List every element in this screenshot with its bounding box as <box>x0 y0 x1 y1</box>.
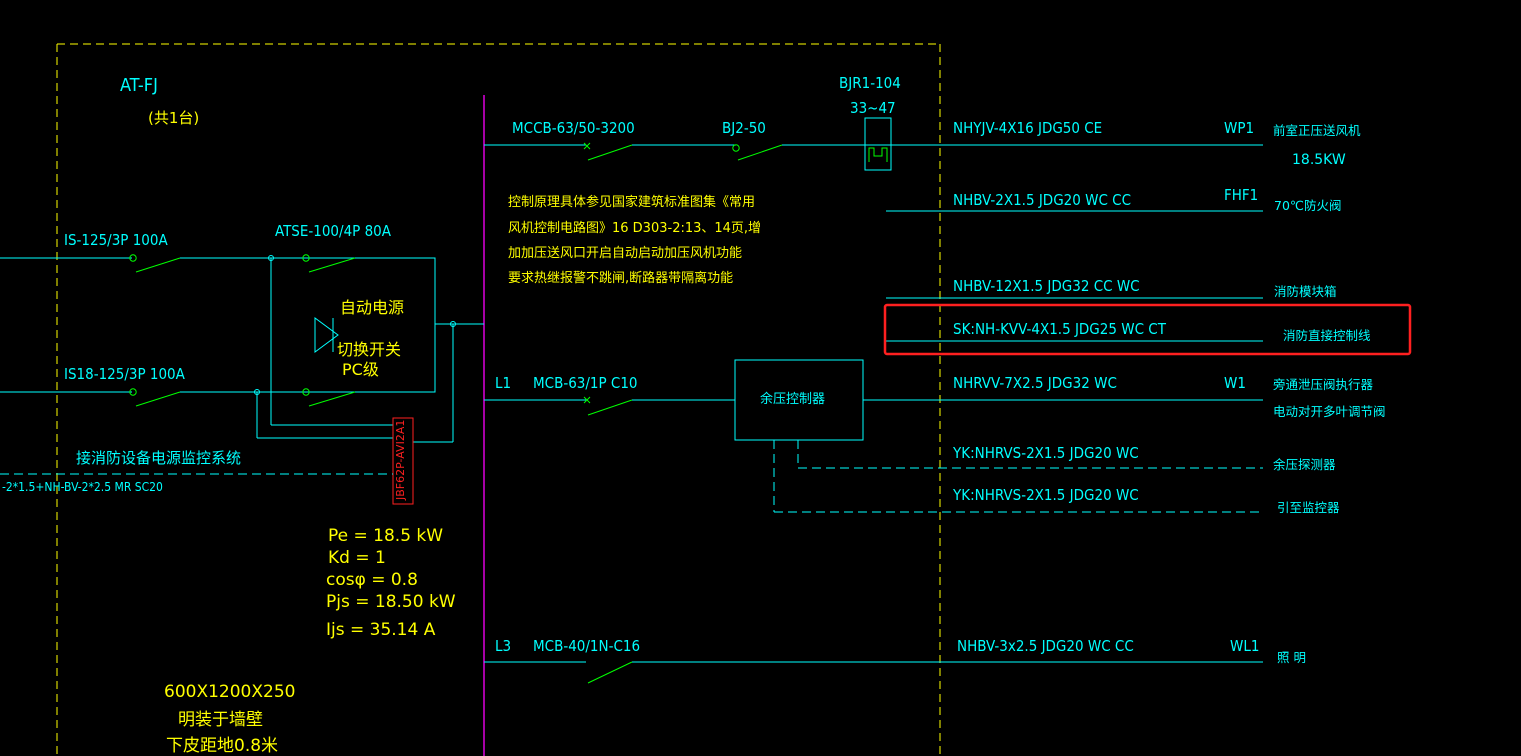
panel-size: 600X1200X250 <box>164 682 296 702</box>
load-pe: Pe = 18.5 kW <box>328 526 444 546</box>
incoming-breakers <box>129 254 356 407</box>
sensor-dashed-wiring <box>773 440 1263 513</box>
l1-phase: L1 <box>495 374 512 392</box>
l1-breaker: MCB-63/1P C10 <box>533 374 638 392</box>
module-desc: 消防模块箱 <box>1274 284 1337 299</box>
l1-desc: 旁通泄压阀执行器 <box>1273 377 1374 392</box>
panel-qty: (共1台) <box>148 109 200 127</box>
fhf1-cable: NHBV-2X1.5 JDG20 WC CC <box>953 191 1132 209</box>
controller-label: 余压控制器 <box>760 392 826 407</box>
l3-phase: L3 <box>495 637 512 655</box>
ats-text1: 自动电源 <box>340 298 405 317</box>
panel-mount-line1: 明装于墙壁 <box>178 710 263 730</box>
sensor1-desc: 余压探测器 <box>1273 457 1336 472</box>
fhf1-desc: 70℃防火阀 <box>1274 198 1342 213</box>
load-pjs: Pjs = 18.50 kW <box>326 592 456 612</box>
outgoing-breakers <box>583 142 783 684</box>
relay-range: 33~47 <box>850 99 896 117</box>
load-kd: Kd = 1 <box>328 548 386 568</box>
outgoing-wiring <box>484 117 1263 663</box>
l1-id: W1 <box>1224 374 1246 392</box>
incoming-breaker1-label: IS-125/3P 100A <box>64 231 168 249</box>
wp1-cable: NHYJV-4X16 JDG50 CE <box>953 119 1103 137</box>
monitor-module-label: JBF62P-AVI2A1 <box>394 419 407 500</box>
direct-control-desc: 消防直接控制线 <box>1283 328 1371 343</box>
load-cos: cosφ = 0.8 <box>326 570 418 590</box>
monitor-cable-label: -2*1.5+NH-BV-2*2.5 MR SC20 <box>2 480 163 494</box>
module-cable: NHBV-12X1.5 JDG32 CC WC <box>953 277 1140 295</box>
wp1-id: WP1 <box>1224 119 1255 137</box>
l3-breaker: MCB-40/1N-C16 <box>533 637 641 655</box>
l1-cable: NHRVV-7X2.5 JDG32 WC <box>953 374 1117 392</box>
sensor2-desc: 引至监控器 <box>1277 500 1340 515</box>
note-line1: 控制原理具体参见国家建筑标准图集《常用 <box>508 195 756 210</box>
ats-text3: PC级 <box>342 360 379 379</box>
relay-symbol <box>868 147 888 162</box>
sensor2-cable: YK:NHRVS-2X1.5 JDG20 WC <box>953 486 1139 504</box>
monitor-note: 接消防设备电源监控系统 <box>76 449 242 467</box>
panel-name: AT-FJ <box>120 75 158 96</box>
incoming-wiring <box>0 257 484 443</box>
monitor-module-symbol <box>392 417 414 505</box>
panel-mount-line2: 下皮距地0.8米 <box>166 736 279 756</box>
ats-label: ATSE-100/4P 80A <box>275 222 391 240</box>
incoming-nodes <box>254 255 456 395</box>
highlight-callout <box>883 303 1412 356</box>
note-line4: 要求热继报警不跳闸,断路器带隔离功能 <box>508 271 734 286</box>
incoming-breaker2-label: IS18-125/3P 100A <box>64 365 185 383</box>
load-ijs: Ijs = 35.14 A <box>326 620 436 640</box>
l3-id: WL1 <box>1230 637 1260 655</box>
relay-model: BJR1-104 <box>839 74 901 92</box>
fhf1-id: FHF1 <box>1224 186 1259 204</box>
l1-desc2: 电动对开多叶调节阀 <box>1273 404 1386 419</box>
wp1-desc: 前室正压送风机 <box>1273 123 1361 138</box>
note-line2: 风机控制电路图》16 D303-2:13、14页,增 <box>508 221 762 236</box>
l3-desc: 照 明 <box>1277 650 1306 665</box>
l3-cable: NHBV-3x2.5 JDG20 WC CC <box>957 637 1134 655</box>
direct-control-cable: SK:NH-KVV-4X1.5 JDG25 WC CT <box>953 320 1166 338</box>
wp1-contactor: BJ2-50 <box>722 119 766 137</box>
wp1-desc2: 18.5KW <box>1292 152 1346 168</box>
note-line3: 加加压送风口开启自动启动加压风机功能 <box>508 246 743 261</box>
wp1-breaker: MCCB-63/50-3200 <box>512 119 635 137</box>
sensor1-cable: YK:NHRVS-2X1.5 JDG20 WC <box>953 444 1139 462</box>
ats-text2: 切换开关 <box>337 340 402 359</box>
